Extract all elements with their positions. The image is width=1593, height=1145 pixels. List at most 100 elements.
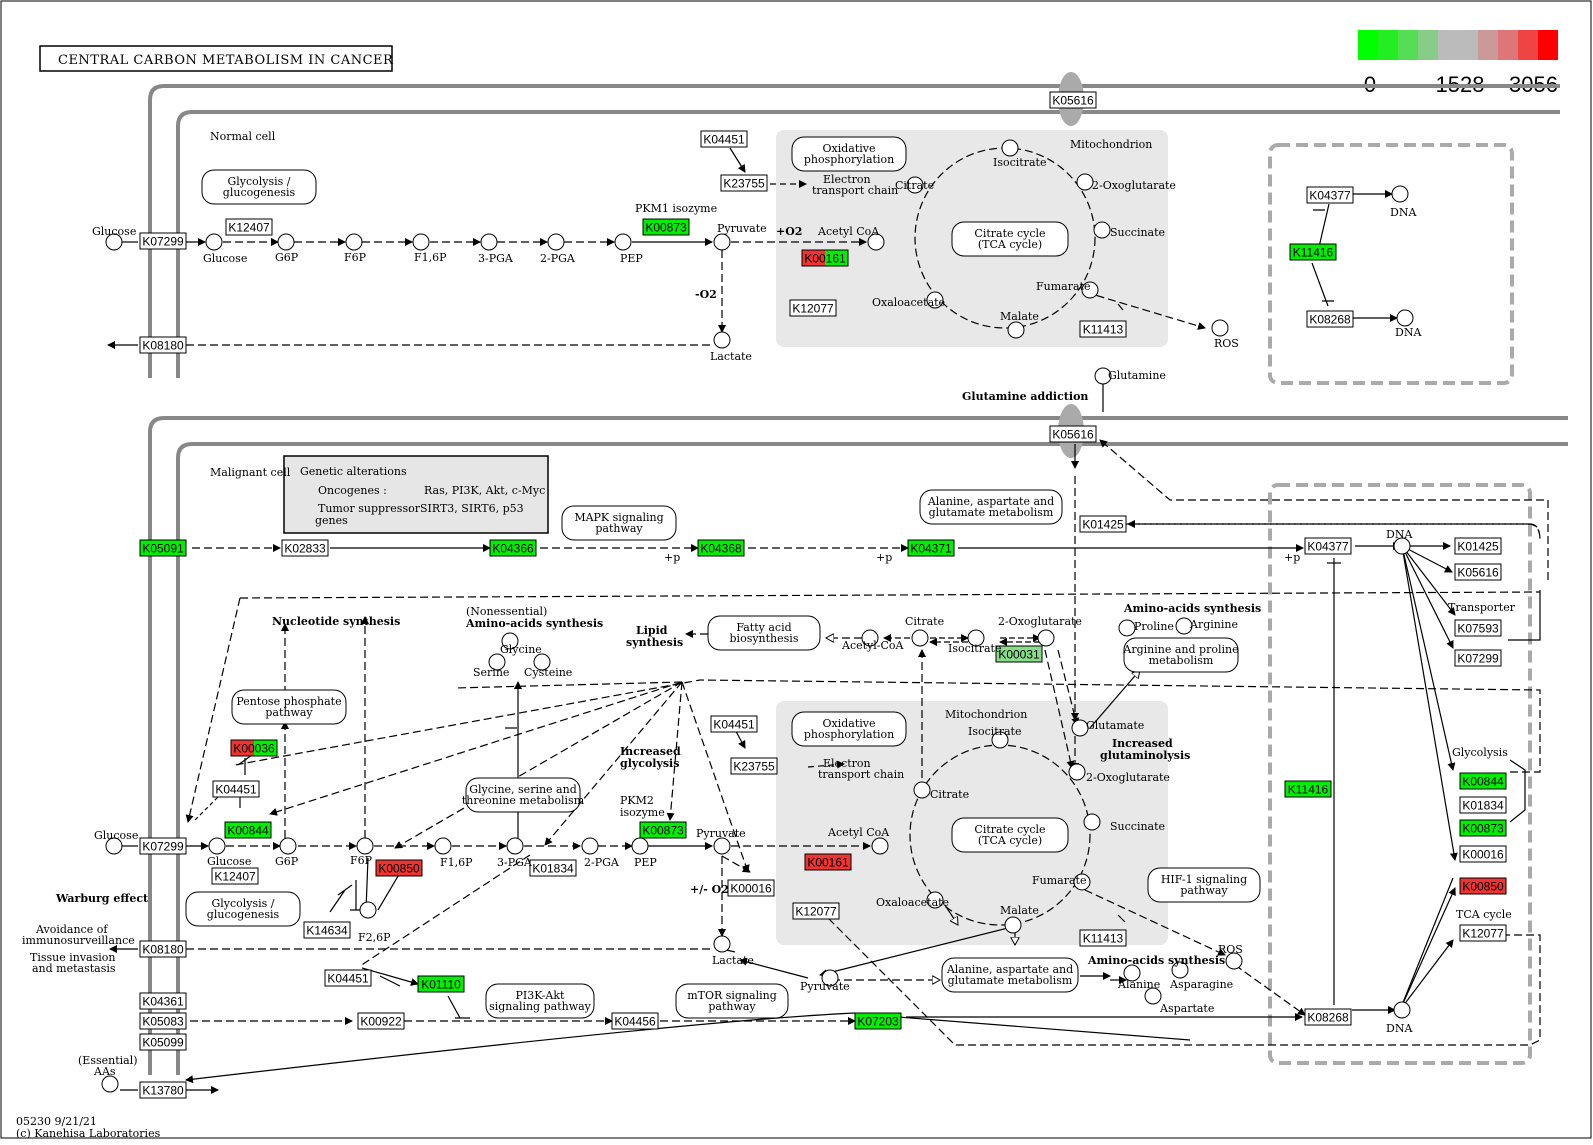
ko-K00873-b[interactable]: K00873 — [639, 821, 687, 839]
compound-node[interactable] — [345, 233, 363, 251]
ko-K00844-a[interactable]: K00844 — [224, 821, 272, 839]
compound-node[interactable] — [871, 837, 889, 855]
compound-node[interactable] — [1175, 617, 1193, 635]
compound-node[interactable] — [1081, 281, 1099, 299]
ko-K00036[interactable]: K00036 — [230, 739, 278, 757]
ko-K12077-a[interactable]: K12077 — [789, 299, 837, 317]
ko-K07299-b[interactable]: K07299 — [1454, 649, 1502, 667]
compound-node[interactable] — [867, 233, 885, 251]
ko-K00873-a[interactable]: K00873 — [642, 218, 690, 236]
compound-node[interactable] — [713, 935, 731, 953]
compound-node[interactable] — [1144, 987, 1162, 1005]
map-tca-a[interactable]: Citrate cycle(TCA cycle) — [951, 221, 1069, 257]
compound-node[interactable] — [713, 331, 731, 349]
ko-K11413-a[interactable]: K11413 — [1079, 320, 1127, 338]
ko-K07593[interactable]: K07593 — [1454, 619, 1502, 637]
ko-K04451-b[interactable]: K04451 — [212, 780, 260, 798]
compound-node[interactable] — [547, 233, 565, 251]
compound-node[interactable] — [581, 837, 599, 855]
compound-node[interactable] — [1073, 873, 1091, 891]
compound-node[interactable] — [1093, 221, 1111, 239]
compound-node[interactable] — [501, 632, 519, 650]
compound-node[interactable] — [967, 629, 985, 647]
compound-node[interactable] — [359, 901, 377, 919]
ko-K23755-a[interactable]: K23755 — [720, 174, 768, 192]
compound-node[interactable] — [1211, 319, 1229, 337]
ko-K11416-b[interactable]: K11416 — [1284, 780, 1332, 798]
ko-K04456[interactable]: K04456 — [611, 1012, 659, 1030]
ko-K04368[interactable]: K04368 — [697, 539, 745, 557]
compound-node[interactable] — [1037, 629, 1055, 647]
ko-K05616-a[interactable]: K05616 — [1049, 91, 1097, 109]
map-glycolysis-b[interactable]: Glycolysis /glucogenesis — [185, 891, 301, 927]
ko-K08180-b[interactable]: K08180 — [139, 940, 187, 958]
compound-node[interactable] — [412, 233, 430, 251]
compound-node[interactable] — [926, 891, 944, 909]
compound-node[interactable] — [101, 1075, 119, 1093]
ko-K05083[interactable]: K05083 — [139, 1012, 187, 1030]
compound-node[interactable] — [631, 837, 649, 855]
compound-node[interactable] — [105, 233, 123, 251]
compound-node[interactable] — [1118, 619, 1136, 637]
ko-K01110[interactable]: K01110 — [417, 975, 465, 993]
compound-node[interactable] — [861, 629, 879, 647]
compound-node[interactable] — [488, 653, 506, 671]
ko-K00016-b[interactable]: K00016 — [1459, 845, 1507, 863]
compound-node[interactable] — [205, 233, 223, 251]
compound-node[interactable] — [713, 837, 731, 855]
ko-K00850-a[interactable]: K00850 — [375, 859, 423, 877]
compound-node[interactable] — [1007, 321, 1025, 339]
compound-node[interactable] — [506, 837, 524, 855]
ko-K07203[interactable]: K07203 — [854, 1012, 902, 1030]
ko-K04451-a[interactable]: K04451 — [700, 130, 748, 148]
ko-K04451-c[interactable]: K04451 — [710, 715, 758, 733]
compound-node[interactable] — [1393, 537, 1411, 555]
compound-node[interactable] — [1076, 173, 1094, 191]
ko-K08268-a[interactable]: K08268 — [1306, 310, 1354, 328]
ko-K04377-a[interactable]: K04377 — [1306, 186, 1354, 204]
compound-node[interactable] — [480, 233, 498, 251]
ko-K01834-b[interactable]: K01834 — [1459, 796, 1507, 814]
compound-node[interactable] — [533, 653, 551, 671]
compound-node[interactable] — [1391, 185, 1409, 203]
ko-K00844-b[interactable]: K00844 — [1459, 772, 1507, 790]
ko-K00922[interactable]: K00922 — [357, 1012, 405, 1030]
map-tca-b[interactable]: Citrate cycle(TCA cycle) — [951, 817, 1069, 853]
compound-node[interactable] — [1004, 916, 1022, 934]
ko-K11416-a[interactable]: K11416 — [1289, 243, 1337, 261]
compound-node[interactable] — [434, 837, 452, 855]
compound-node[interactable] — [1068, 763, 1086, 781]
compound-node[interactable] — [1171, 961, 1189, 979]
ko-K05099[interactable]: K05099 — [139, 1033, 187, 1051]
ko-K02833[interactable]: K02833 — [281, 539, 329, 557]
ko-K07299-a[interactable]: K07299 — [139, 232, 187, 250]
compound-node[interactable] — [1071, 719, 1089, 737]
compound-node[interactable] — [991, 731, 1009, 749]
compound-node[interactable] — [614, 233, 632, 251]
ko-K00873-c[interactable]: K00873 — [1459, 819, 1507, 837]
ko-K00161-b[interactable]: K00161 — [804, 853, 852, 871]
ko-K00016-a[interactable]: K00016 — [727, 879, 775, 897]
ko-K11413-b[interactable]: K11413 — [1079, 929, 1127, 947]
ko-K04366[interactable]: K04366 — [489, 539, 537, 557]
compound-node[interactable] — [1094, 367, 1112, 385]
compound-node[interactable] — [208, 837, 226, 855]
ko-K13780[interactable]: K13780 — [139, 1081, 187, 1099]
compound-node[interactable] — [821, 969, 839, 987]
ko-K01425-a[interactable]: K01425 — [1079, 515, 1127, 533]
compound-node[interactable] — [1393, 1001, 1411, 1019]
ko-K12077-b[interactable]: K12077 — [792, 902, 840, 920]
ko-K00161-a[interactable]: K00161 — [801, 249, 849, 267]
ko-K12407-a[interactable]: K12407 — [225, 218, 273, 236]
compound-node[interactable] — [926, 291, 944, 309]
ko-K05616-b[interactable]: K05616 — [1049, 425, 1097, 443]
compound-node[interactable] — [279, 837, 297, 855]
